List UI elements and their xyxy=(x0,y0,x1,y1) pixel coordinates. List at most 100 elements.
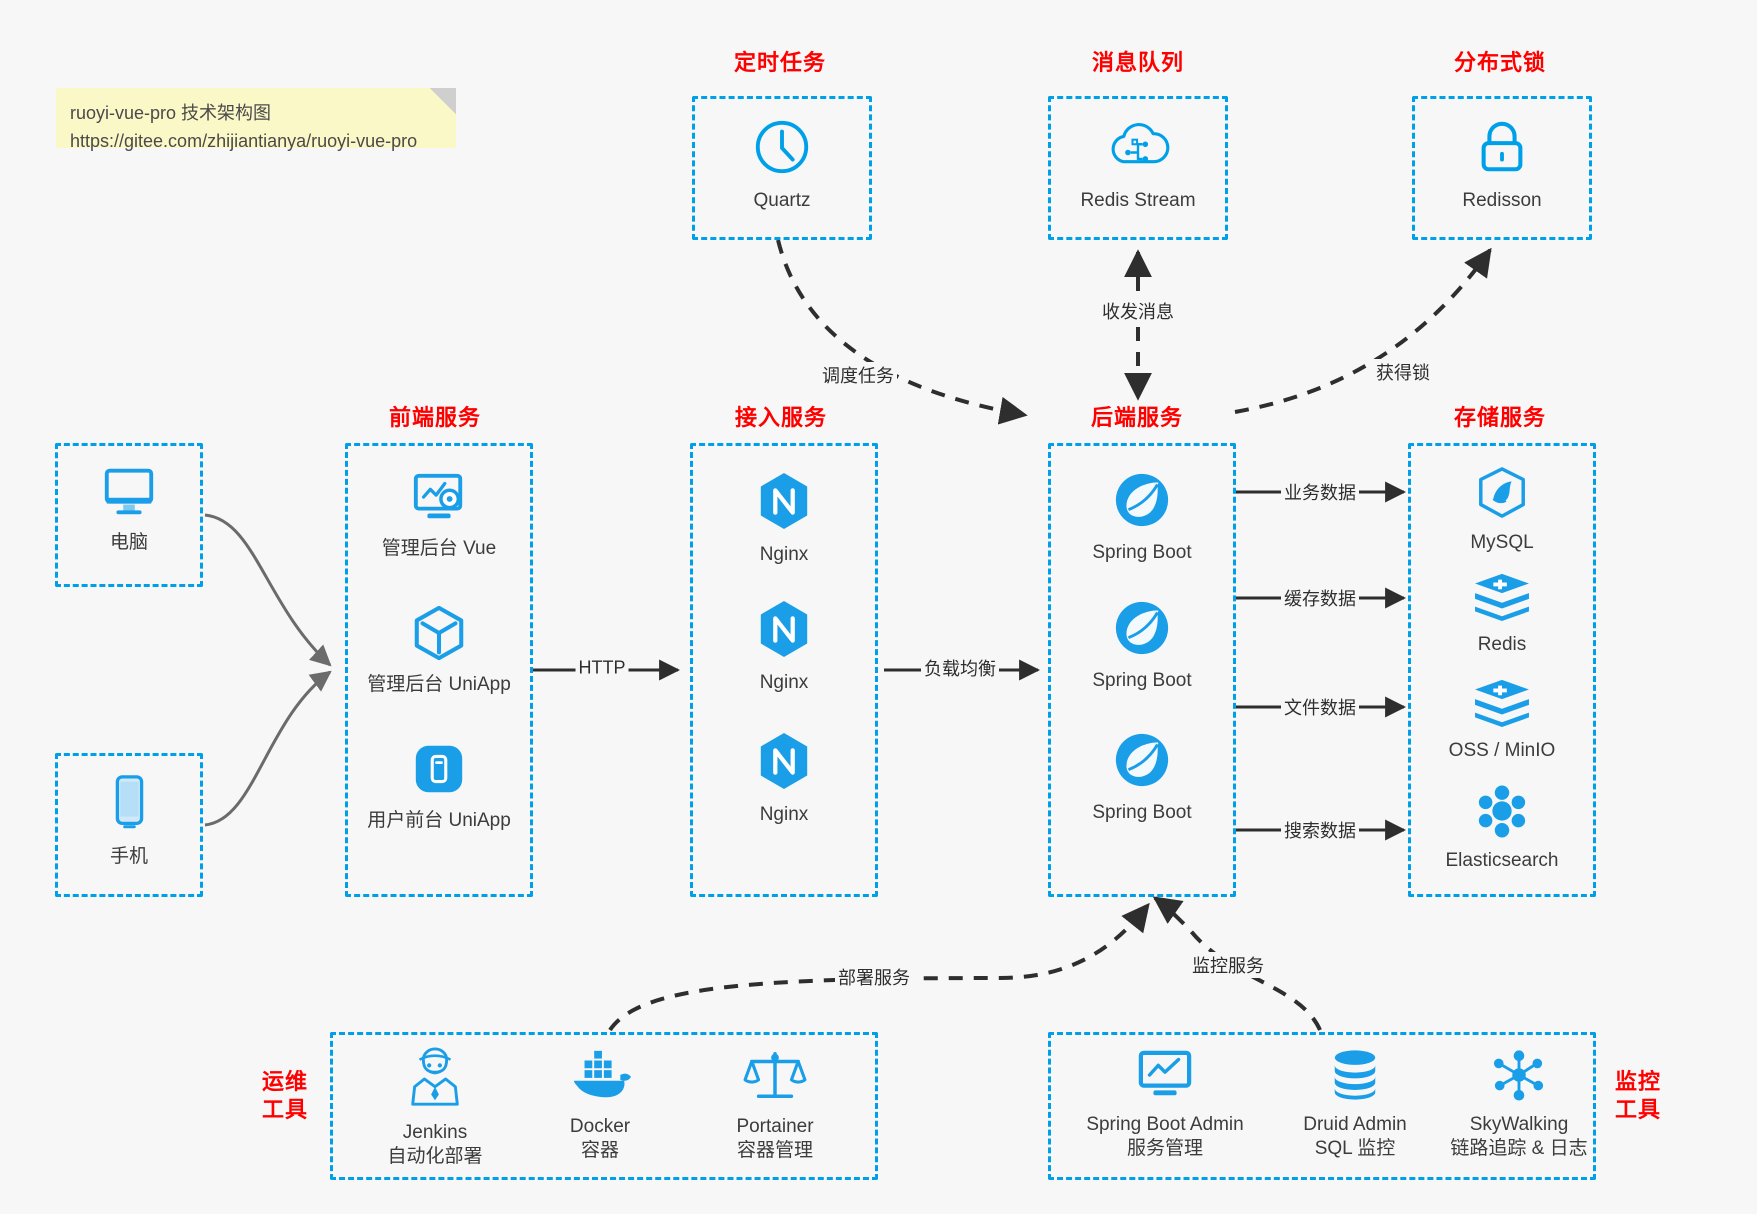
box-monitor-tools[interactable] xyxy=(1048,1032,1596,1180)
edge-label-file-data: 文件数据 xyxy=(1281,694,1359,720)
object-storage-icon xyxy=(1471,676,1533,733)
node-docker[interactable]: Docker 容器 xyxy=(525,1046,675,1163)
nginx-icon xyxy=(755,470,813,537)
note-title: ruoyi-vue-pro 技术架构图 xyxy=(70,103,272,123)
node-label: Spring Boot xyxy=(1092,802,1192,823)
node-label: 管理后台 UniApp xyxy=(367,674,511,695)
ops-tools-line1: 运维 xyxy=(261,1069,308,1094)
node-redisson[interactable]: Redisson xyxy=(1442,116,1562,213)
node-label: 管理后台 Vue xyxy=(381,538,497,559)
node-spring-boot-3[interactable]: Spring Boot xyxy=(1082,730,1202,825)
node-admin-uniapp[interactable]: 管理后台 UniApp xyxy=(367,604,511,697)
node-nginx-1[interactable]: Nginx xyxy=(724,470,844,567)
ops-tools-line2: 工具 xyxy=(261,1096,308,1122)
edge-label-cache-data: 缓存数据 xyxy=(1281,585,1359,611)
nginx-icon xyxy=(755,730,813,797)
box-access-service[interactable] xyxy=(690,443,878,897)
edge-label-business-data: 业务数据 xyxy=(1281,479,1359,505)
box-computer[interactable] xyxy=(55,443,203,587)
node-label: OSS / MinIO xyxy=(1448,740,1556,761)
edge-label-schedule-task: 调度任务 xyxy=(819,362,897,388)
node-label: Jenkins xyxy=(402,1122,468,1143)
mysql-dolphin-icon xyxy=(1474,466,1530,525)
group-title-scheduled-task: 定时任务 xyxy=(733,50,826,75)
spring-boot-icon xyxy=(1112,730,1172,795)
node-label: Spring Boot Admin xyxy=(1086,1114,1244,1135)
node-sublabel: 自动化部署 xyxy=(387,1145,483,1167)
node-label: Redisson xyxy=(1462,190,1542,211)
node-portainer[interactable]: Portainer 容器管理 xyxy=(700,1046,850,1163)
node-spring-boot-admin[interactable]: Spring Boot Admin 服务管理 xyxy=(1070,1048,1260,1161)
node-sublabel: 容器 xyxy=(580,1139,619,1161)
node-label: MySQL xyxy=(1470,532,1534,553)
dashboard-settings-icon xyxy=(408,470,470,531)
node-label: Druid Admin xyxy=(1303,1114,1407,1135)
node-mysql[interactable]: MySQL xyxy=(1442,466,1562,555)
box-backend-service[interactable] xyxy=(1048,443,1236,897)
node-oss-minio[interactable]: OSS / MinIO xyxy=(1432,676,1572,763)
node-sublabel: 链路追踪 & 日志 xyxy=(1450,1137,1588,1159)
box-frontend-service[interactable] xyxy=(345,443,533,897)
group-title-backend-service: 后端服务 xyxy=(1090,405,1183,430)
spring-boot-icon xyxy=(1112,470,1172,535)
node-jenkins[interactable]: Jenkins 自动化部署 xyxy=(360,1046,510,1169)
skywalking-network-icon xyxy=(1490,1048,1548,1107)
group-title-distributed-lock: 分布式锁 xyxy=(1453,50,1546,75)
node-nginx-2[interactable]: Nginx xyxy=(724,598,844,695)
node-computer[interactable]: 电脑 xyxy=(69,462,189,555)
node-label: Quartz xyxy=(753,190,811,211)
redis-stack-icon xyxy=(1471,570,1533,627)
lock-icon xyxy=(1473,116,1531,183)
box-scheduled-task[interactable] xyxy=(692,96,872,240)
box-message-queue[interactable] xyxy=(1048,96,1228,240)
node-phone[interactable]: 手机 xyxy=(69,772,189,869)
group-title-access-service: 接入服务 xyxy=(734,405,827,430)
group-title-ops-tools: 运维 工具 xyxy=(252,1068,318,1123)
uniapp-cube-icon xyxy=(409,604,469,667)
node-label: SkyWalking xyxy=(1469,1114,1569,1135)
cloud-stream-icon xyxy=(1105,116,1171,183)
node-label: Nginx xyxy=(759,672,809,693)
node-quartz[interactable]: Quartz xyxy=(722,116,842,213)
monitor-chart-icon xyxy=(1135,1048,1195,1107)
group-title-storage-service: 存储服务 xyxy=(1453,405,1546,430)
node-label: Nginx xyxy=(759,544,809,565)
box-phone[interactable] xyxy=(55,753,203,897)
node-label: Redis Stream xyxy=(1080,190,1196,211)
portainer-scale-icon xyxy=(743,1046,807,1109)
node-label: 手机 xyxy=(109,846,148,867)
box-storage-service[interactable] xyxy=(1408,443,1596,897)
node-elasticsearch[interactable]: Elasticsearch xyxy=(1422,784,1582,873)
node-spring-boot-2[interactable]: Spring Boot xyxy=(1082,598,1202,693)
node-sublabel: 服务管理 xyxy=(1126,1137,1203,1159)
node-label: 电脑 xyxy=(109,532,148,553)
node-redis-stream[interactable]: Redis Stream xyxy=(1078,116,1198,213)
node-admin-vue[interactable]: 管理后台 Vue xyxy=(379,470,499,561)
node-sublabel: SQL 监控 xyxy=(1314,1137,1396,1159)
clock-icon xyxy=(751,116,813,183)
node-label: Docker xyxy=(569,1116,631,1137)
node-label: Nginx xyxy=(759,804,809,825)
node-nginx-3[interactable]: Nginx xyxy=(724,730,844,827)
box-distributed-lock[interactable] xyxy=(1412,96,1592,240)
diagram-note: ruoyi-vue-pro 技术架构图 https://gitee.com/zh… xyxy=(56,88,456,151)
node-spring-boot-1[interactable]: Spring Boot xyxy=(1082,470,1202,565)
mobile-app-icon xyxy=(410,740,468,803)
group-title-message-queue: 消息队列 xyxy=(1091,50,1184,75)
nginx-icon xyxy=(755,598,813,665)
edge-label-deploy-service: 部署服务 xyxy=(835,964,913,990)
group-title-frontend-service: 前端服务 xyxy=(388,405,481,430)
edge-label-acquire-lock: 获得锁 xyxy=(1373,359,1433,385)
box-ops-tools[interactable] xyxy=(330,1032,878,1180)
node-user-uniapp[interactable]: 用户前台 UniApp xyxy=(367,740,511,833)
node-label: Elasticsearch xyxy=(1445,850,1559,871)
node-skywalking[interactable]: SkyWalking 链路追踪 & 日志 xyxy=(1434,1048,1604,1161)
node-druid-admin[interactable]: Druid Admin SQL 监控 xyxy=(1280,1048,1430,1161)
monitor-tools-line1: 监控 xyxy=(1614,1069,1661,1094)
node-label: Portainer xyxy=(736,1116,814,1137)
node-redis[interactable]: Redis xyxy=(1442,570,1562,657)
edge-label-http: HTTP xyxy=(575,657,629,679)
desktop-monitor-icon xyxy=(98,462,160,525)
jenkins-butler-icon xyxy=(403,1046,467,1115)
